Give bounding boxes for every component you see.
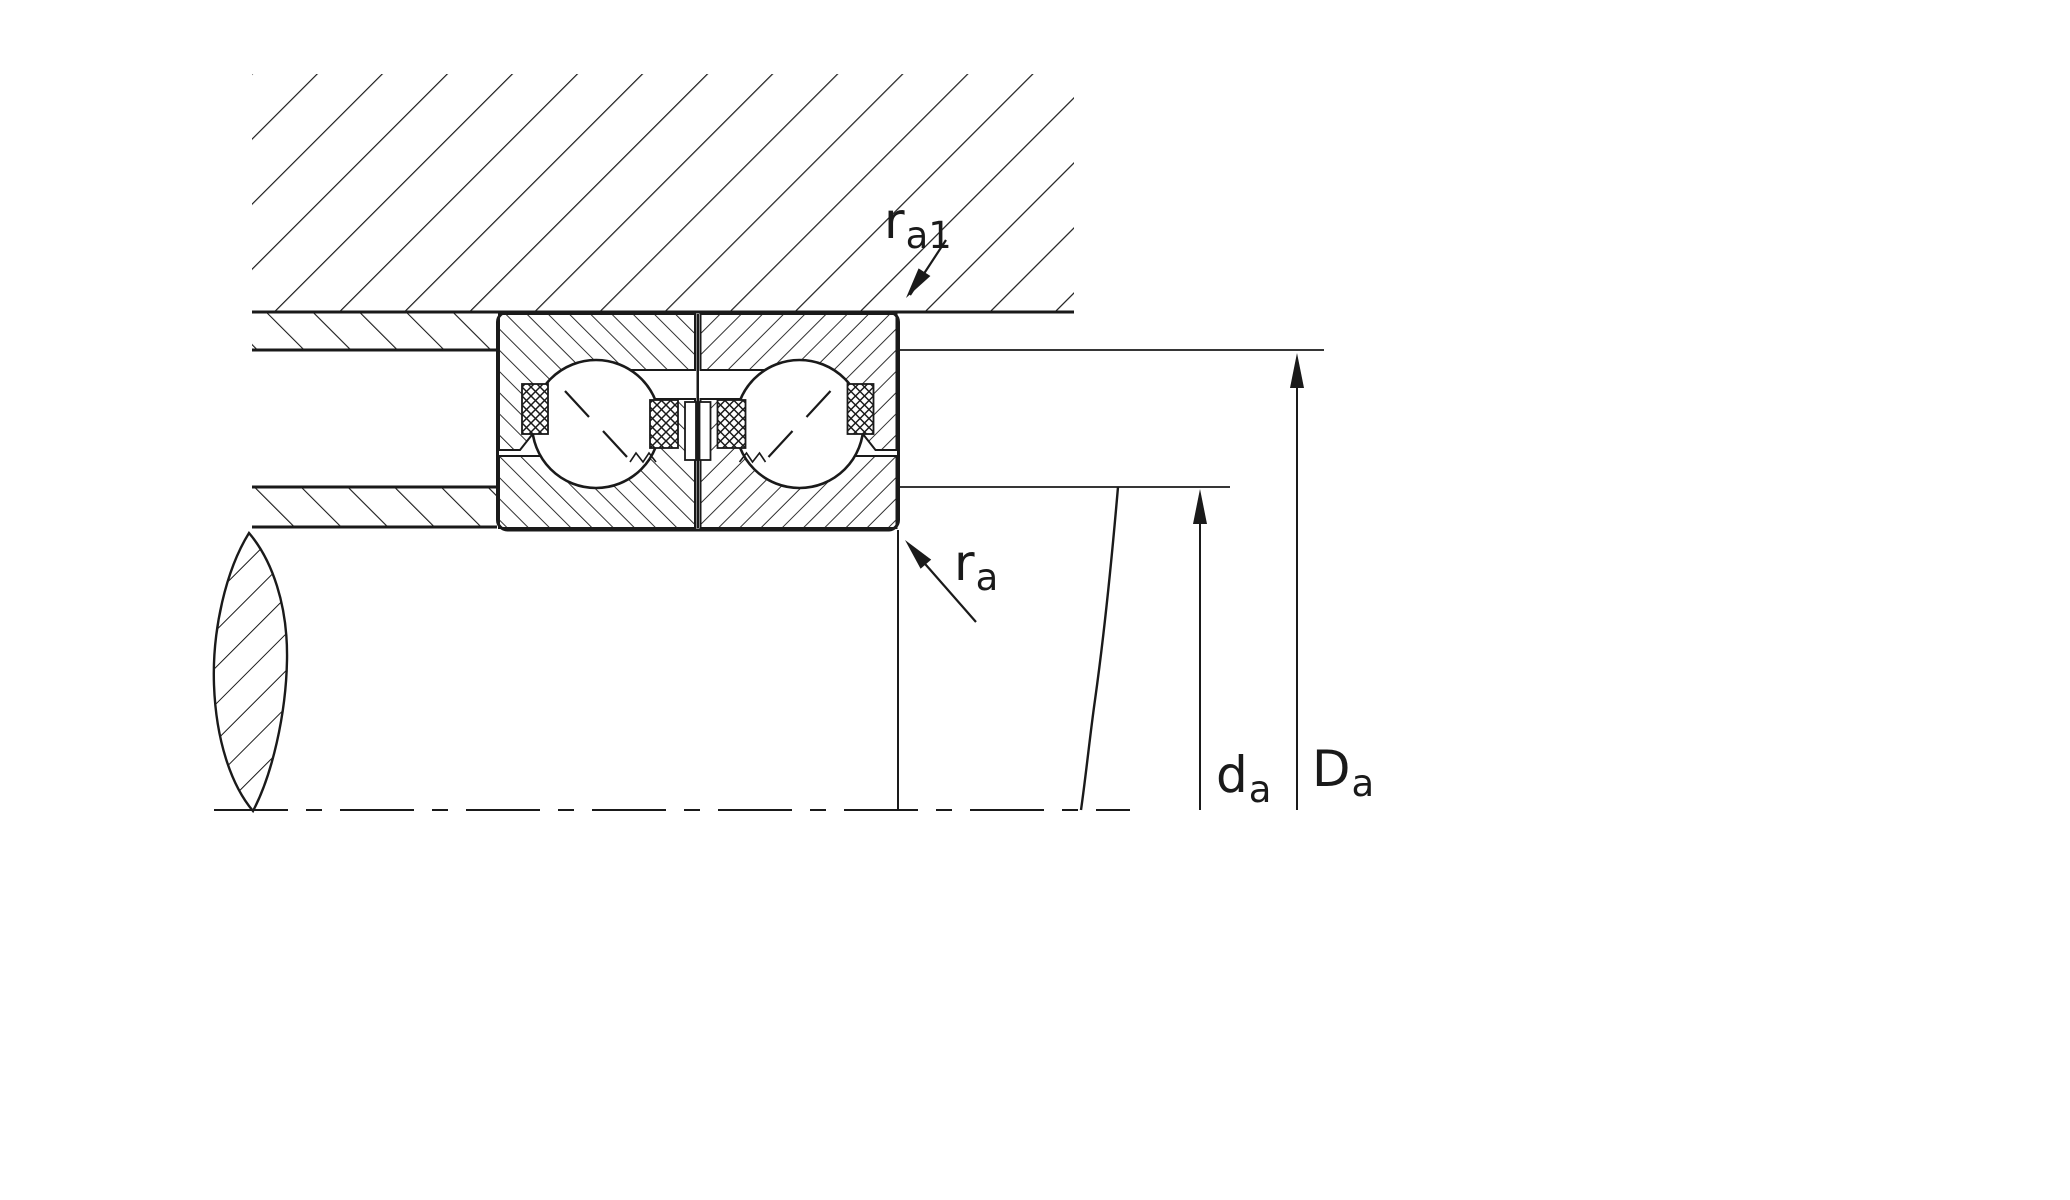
inner-ring-face-right bbox=[698, 401, 712, 461]
ra-label-symbol: r bbox=[954, 534, 975, 592]
cage-land-detail-right bbox=[738, 451, 767, 464]
cage-left-outboard bbox=[521, 383, 549, 435]
da-label-symbol: d bbox=[1216, 746, 1248, 804]
shaft-contour-line bbox=[1079, 486, 1120, 811]
bearing-left bbox=[498, 313, 697, 529]
da-arrowhead bbox=[1193, 489, 1207, 524]
cage-right-inboard bbox=[716, 399, 747, 449]
cage-right-outboard bbox=[846, 383, 875, 435]
housing-section bbox=[252, 74, 1074, 312]
ra-label-subscript: a bbox=[975, 556, 999, 599]
Da-arrowhead bbox=[1290, 353, 1304, 388]
cage-left-inboard bbox=[649, 399, 679, 449]
ra1-arrowhead bbox=[906, 268, 931, 298]
shaft-section-break bbox=[212, 530, 289, 814]
Da-label: Da bbox=[1312, 744, 1374, 802]
Da-label-symbol: D bbox=[1312, 740, 1351, 798]
contact-line-right bbox=[767, 390, 832, 458]
Da-label-subscript: a bbox=[1351, 762, 1375, 805]
ball-right bbox=[734, 358, 865, 490]
housing-shoulder-section bbox=[252, 312, 497, 350]
bearing-right bbox=[698, 313, 898, 529]
contact-line-left bbox=[564, 390, 628, 458]
cage-land-detail-left bbox=[629, 451, 657, 464]
shaft-shoulder-section bbox=[252, 487, 497, 527]
ra1-label-symbol: r bbox=[884, 192, 905, 250]
ra1-label: ra1 bbox=[884, 196, 952, 254]
bearing-outline bbox=[496, 310, 900, 532]
inner-ring-face-left bbox=[684, 401, 697, 461]
ra1-label-subscript: a1 bbox=[905, 214, 952, 257]
ra-arrowhead bbox=[905, 540, 932, 569]
ball-left bbox=[530, 358, 662, 490]
ra-label: ra bbox=[954, 538, 998, 596]
da-label: da bbox=[1216, 750, 1271, 808]
da-label-subscript: a bbox=[1248, 768, 1272, 811]
